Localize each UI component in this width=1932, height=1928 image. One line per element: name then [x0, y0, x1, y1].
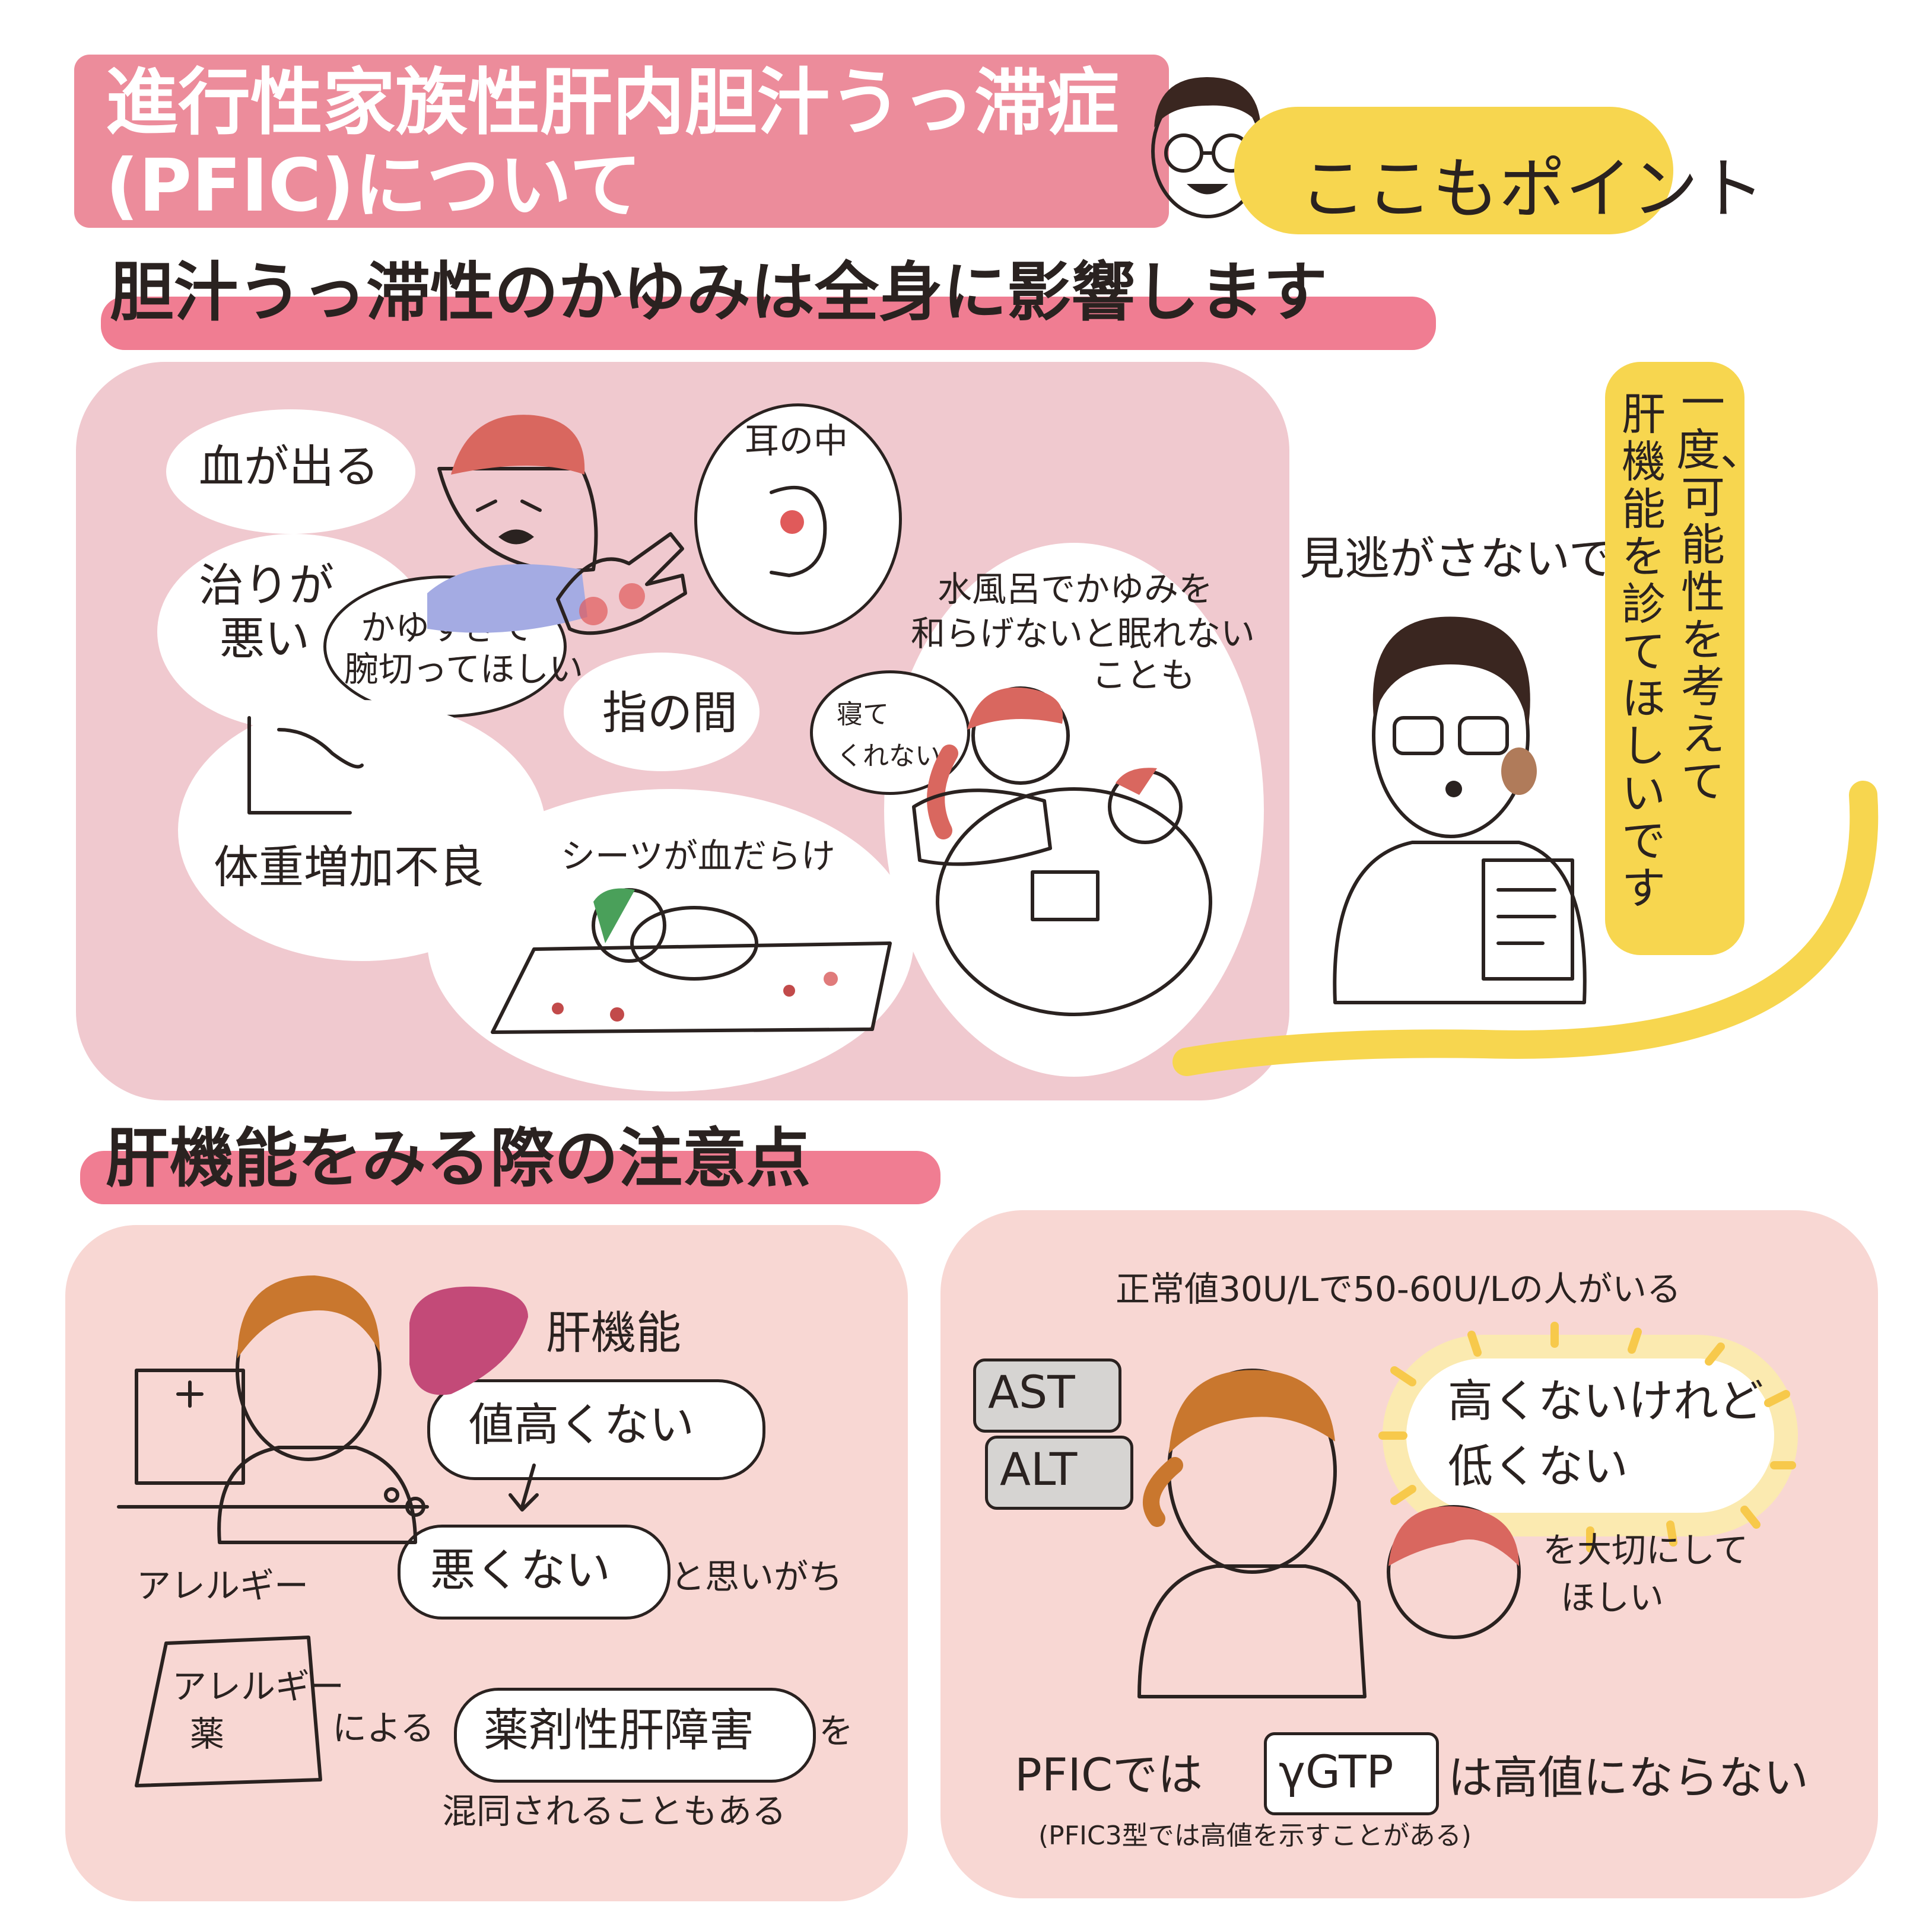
cloud: [427, 789, 914, 1092]
dont-miss-label: 見逃がさないで!!: [1299, 532, 1650, 585]
want-cut-line2: 腕切ってほしい: [344, 649, 584, 689]
due-to-label: による: [332, 1708, 435, 1748]
ear-inside-label: 耳の中: [745, 421, 849, 461]
hand-icon: [556, 532, 687, 635]
ggtp-label: γGTP: [1279, 1745, 1394, 1798]
page-title-line2: (PFIC)について: [106, 144, 642, 228]
poor-healing-line2: 悪い: [220, 612, 310, 665]
drug-injury-bubble: [454, 1688, 816, 1783]
not-high-line1: 高くないけれど: [1448, 1375, 1763, 1427]
tend-to-think-label: と思いがち: [671, 1557, 843, 1597]
computer-icon: [135, 1369, 245, 1485]
document-icon: [135, 1636, 322, 1787]
cold-bath-line3: ことも: [1092, 655, 1196, 695]
poor-healing-line1: 治りが: [199, 559, 334, 612]
balance-bubble: [1406, 1358, 1774, 1513]
value-bubble: [427, 1379, 765, 1480]
child-face-icon: [427, 415, 598, 633]
doctor-icon: [1333, 616, 1587, 1004]
weight-gain-label: 体重増加不良: [214, 841, 484, 893]
ear-icon: [770, 485, 827, 577]
not-elevated-label: は高値にならない: [1448, 1751, 1809, 1804]
ast-label: AST: [988, 1366, 1075, 1418]
page-title-line1: 進行性家族性肝内胆汁うっ滞症: [106, 61, 1119, 145]
please-value-line2: ほしい: [1561, 1577, 1664, 1618]
allergy-label: アレルギー: [136, 1566, 309, 1606]
wo-label: を: [819, 1711, 854, 1751]
no-sleep-line2: くれない: [837, 741, 941, 771]
section2-heading: 肝機能をみる際の注意点: [106, 1122, 811, 1196]
vertical-callout-col2: 肝機能を診てほしいです: [1622, 389, 1666, 915]
confused-label: 混同されることもある: [442, 1791, 787, 1831]
cold-bath-line1: 水風呂でかゆみを: [938, 569, 1213, 609]
heading-highlight: [80, 1151, 940, 1204]
not-bad-bubble: [398, 1525, 671, 1620]
bath-icon: [912, 686, 1212, 1016]
drug-liver-injury-label: 薬剤性肝障害: [484, 1704, 754, 1757]
vertical-callout-col1: 一度、可能性を考えて: [1676, 377, 1764, 808]
no-sleep-line1: 寝て: [837, 699, 889, 730]
not-bad-label: 悪くない: [430, 1544, 611, 1596]
child-face-icon: [1387, 1505, 1521, 1639]
between-fingers-label: 指の間: [602, 686, 738, 739]
title-banner: [74, 55, 1169, 228]
please-value-line1: を大切にして: [1543, 1530, 1749, 1570]
baby-icon: [491, 888, 892, 1034]
section1-heading: 胆汁うっ滞性のかゆみは全身に影響します: [110, 256, 1328, 330]
value-not-high-label: 値高くない: [469, 1398, 694, 1451]
point-tag-label: ここもポイント: [1299, 151, 1765, 228]
cold-bath-line2: 和らげないと眠れない: [911, 613, 1256, 654]
doctor-icon: [117, 1275, 429, 1544]
nurse-icon: [1137, 1369, 1367, 1698]
alt-card: [985, 1436, 1133, 1510]
heading-highlight: [101, 297, 1436, 350]
cloud: [884, 543, 1264, 1077]
pfic-prefix-label: PFICでは: [1015, 1748, 1203, 1801]
not-high-line2: 低くない: [1448, 1440, 1628, 1493]
ggtp-card: [1264, 1732, 1439, 1815]
liver-icon: [409, 1286, 528, 1395]
ast-card: [973, 1358, 1121, 1433]
cloud: [166, 409, 415, 534]
normal-value-note: 正常値30U/Lで50-60U/Lの人がいる: [1116, 1269, 1681, 1309]
cloud: [564, 653, 760, 771]
allergy-med-line2: 薬: [190, 1714, 225, 1754]
alt-label: ALT: [1000, 1443, 1078, 1496]
liver-function-label: 肝機能: [546, 1306, 681, 1359]
bloody-sheets-label: シーツが血だらけ: [561, 836, 835, 876]
bleeding-label: 血が出る: [199, 440, 379, 493]
allergy-med-line1: アレルギー: [172, 1666, 345, 1707]
point-tag: [1234, 107, 1673, 234]
vertical-callout: [1605, 362, 1744, 955]
footnote-label: (PFIC3型では高値を示すことがある): [1038, 1821, 1472, 1851]
